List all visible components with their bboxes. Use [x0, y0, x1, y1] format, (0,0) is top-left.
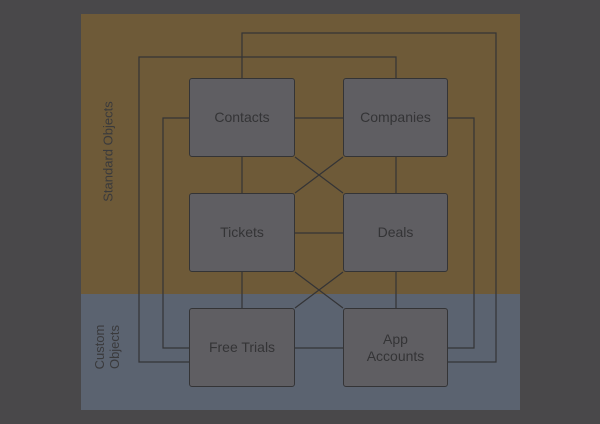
contacts-box[interactable]: Contacts	[189, 78, 295, 157]
app-accounts-box[interactable]: App Accounts	[343, 308, 448, 387]
deals-label: Deals	[377, 224, 414, 240]
companies-label: Companies	[360, 109, 431, 125]
free-trials-box[interactable]: Free Trials	[189, 308, 295, 387]
free-trials-label: Free Trials	[208, 339, 276, 355]
link-contacts-appaccounts	[241, 32, 497, 363]
deals-box[interactable]: Deals	[343, 193, 448, 272]
custom-objects-label: Custom Objects	[92, 324, 122, 370]
standard-objects-label: Standard Objects	[100, 101, 116, 202]
tickets-box[interactable]: Tickets	[189, 193, 295, 272]
tickets-label: Tickets	[220, 224, 264, 240]
link-deals-freetrials	[294, 271, 344, 309]
contacts-label: Contacts	[214, 109, 270, 125]
link-companies-appaccounts	[448, 117, 475, 349]
app-accounts-label: App Accounts	[366, 330, 425, 364]
link-companies-tickets	[294, 156, 344, 194]
companies-box[interactable]: Companies	[343, 78, 448, 157]
link-companies-freetrials	[138, 56, 397, 363]
link-contacts-freetrials	[162, 117, 189, 349]
